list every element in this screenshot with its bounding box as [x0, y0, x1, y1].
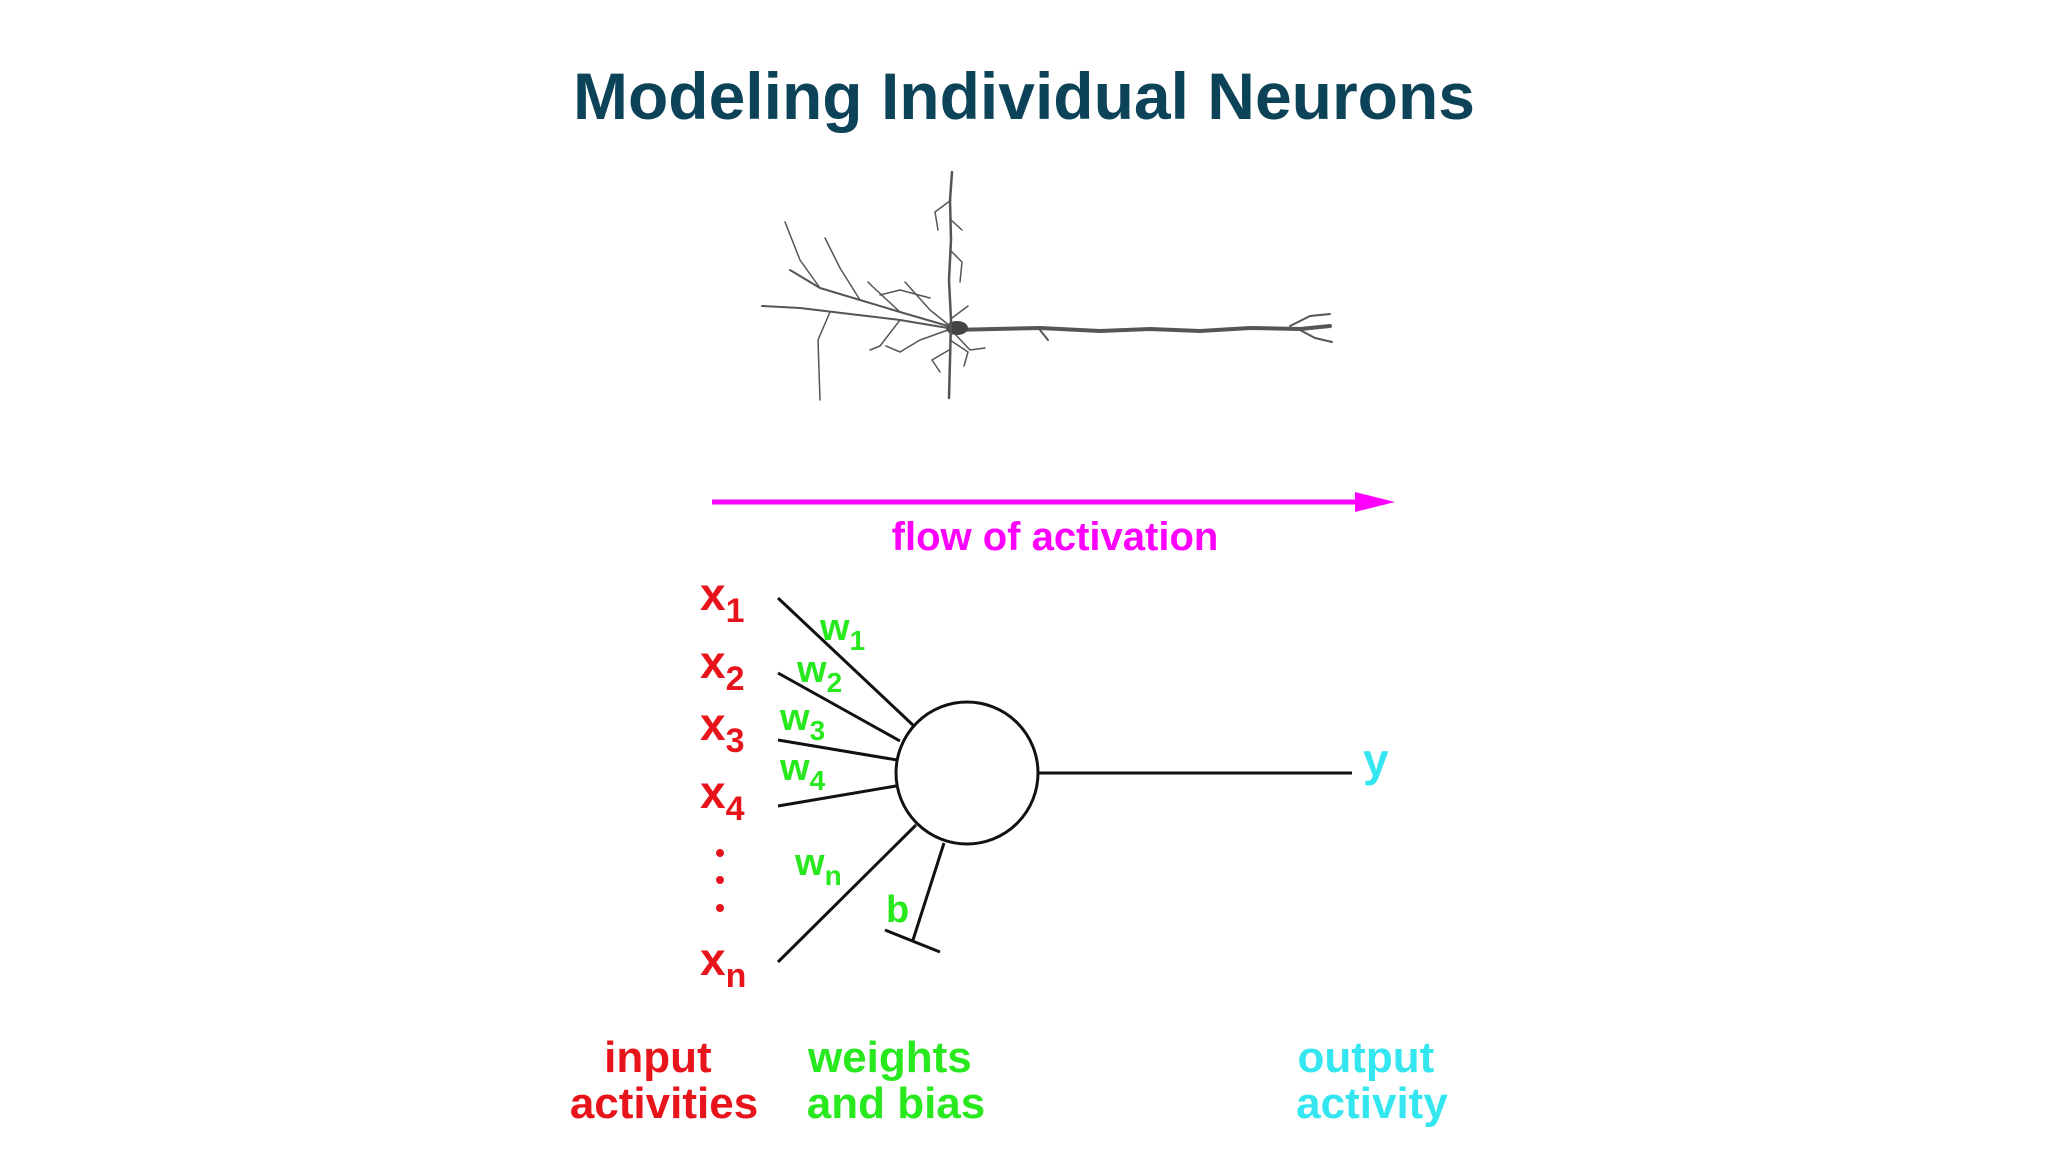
neuron-unit-circle	[894, 700, 1040, 846]
flow-arrow-head	[1355, 492, 1395, 512]
basal-dendrite-3	[784, 221, 821, 289]
apical-branch-3	[950, 219, 963, 231]
apical-branch-4	[931, 349, 950, 373]
basal-dendrite-12	[951, 305, 969, 319]
output-label: y	[1363, 734, 1389, 786]
basal-dendrite-6	[867, 281, 901, 313]
weight-label-4: w4	[779, 747, 826, 796]
input-caption: input activities	[570, 1033, 758, 1128]
ellipsis-dot-2	[716, 876, 724, 884]
captions: input activities weights and bias output…	[570, 1033, 1449, 1128]
basal-dendrite-9	[817, 311, 831, 401]
basal-dendrite-2	[824, 237, 861, 301]
basal-dendrite-8	[885, 329, 949, 353]
bias-line	[911, 842, 946, 941]
axon-collateral	[1039, 329, 1049, 341]
input-label-1: x1	[700, 568, 745, 630]
weights-caption: weights and bias	[807, 1033, 986, 1128]
weight-label-2: w2	[796, 649, 842, 698]
connection-line-4	[777, 784, 897, 808]
input-label-3: x3	[700, 698, 745, 760]
basal-dendrite-10	[904, 281, 951, 327]
input-connections	[776, 596, 1352, 964]
ellipsis-dot-3	[716, 904, 724, 912]
output-caption: output activity	[1296, 1033, 1448, 1128]
basal-dendrite-5	[869, 319, 901, 351]
apical-branch-1	[934, 199, 952, 231]
apical-branch-5	[949, 339, 969, 367]
flow-label: flow of activation	[892, 515, 1219, 559]
axon-terminal-upper	[1289, 313, 1331, 327]
neuron-illustration	[761, 170, 1333, 401]
input-label-n: xn	[700, 933, 746, 995]
bias-bar	[884, 928, 941, 954]
axon-terminal-lower	[1299, 329, 1333, 343]
apical-dendrite	[947, 170, 954, 400]
axon	[948, 324, 1332, 333]
connection-line-n	[776, 823, 918, 964]
apical-branch-2	[949, 249, 963, 283]
weight-labels: w1 w2 w3 w4 wn b	[779, 607, 909, 931]
flow-arrow	[712, 492, 1395, 512]
ellipsis-dot-1	[716, 849, 724, 857]
weight-label-1: w1	[819, 607, 865, 656]
weight-label-3: w3	[779, 697, 825, 746]
input-labels: x1 x2 x3 x4 xn	[700, 568, 746, 995]
basal-dendrite-7	[879, 289, 931, 299]
input-label-4: x4	[700, 766, 745, 828]
bias-label: b	[886, 889, 909, 931]
connection-line-1	[776, 596, 917, 729]
weight-label-n: wn	[794, 842, 842, 891]
basal-dendrite-11	[954, 333, 986, 351]
connection-line-3	[777, 738, 898, 762]
soma	[946, 321, 968, 335]
connection-line-2	[777, 671, 901, 743]
slide-title: Modeling Individual Neurons	[572, 59, 1476, 133]
basal-dendrite-4	[761, 305, 949, 329]
input-label-2: x2	[700, 636, 745, 698]
